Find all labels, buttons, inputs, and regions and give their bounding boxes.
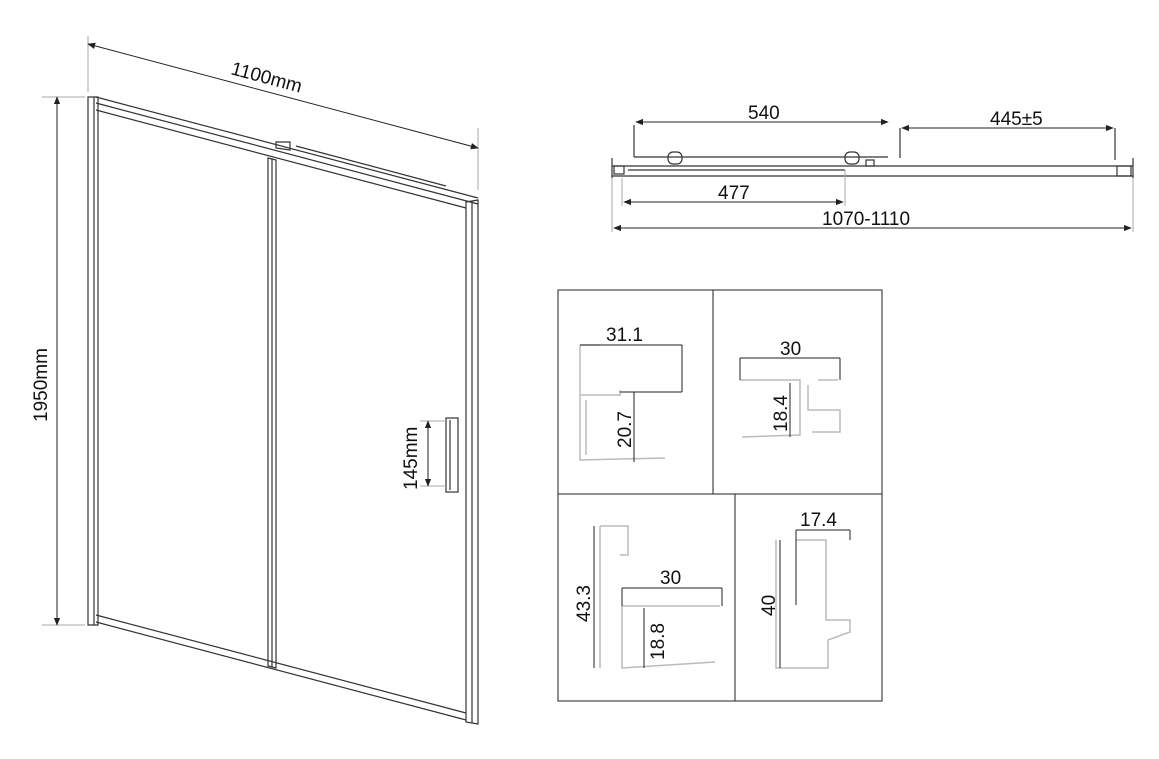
profile-2-height-label: 18.4: [771, 395, 792, 432]
total-range-label: 1070-1110: [822, 209, 910, 230]
profile-sections: 31.1 20.7 30 18.4 43.3 30 18.8: [557, 289, 883, 702]
profile-3-height-label: 18.8: [648, 623, 669, 660]
profile-2-width-label: 30: [780, 339, 801, 360]
profile-3-width-label: 30: [660, 568, 681, 589]
profile-4-height-label: 40: [759, 595, 780, 616]
door-frame: [87, 96, 479, 725]
fixed-panel-dimension: 477: [621, 170, 846, 206]
profile-1-height-label: 20.7: [615, 411, 636, 448]
profile-1-width-label: 31.1: [606, 325, 643, 346]
profile-4-width-label: 17.4: [800, 510, 837, 531]
profile-4: 17.4 40: [759, 510, 851, 669]
total-range-dimension: 1070-1110: [611, 178, 1134, 232]
door-width-label: 540: [748, 103, 780, 124]
front-view: 1100mm 1950mm 145mm: [31, 36, 479, 725]
profile-3-total-height-label: 43.3: [574, 585, 595, 622]
width-dimension: 1100mm: [87, 36, 479, 190]
door-width-dimension: 540: [635, 103, 889, 126]
height-label: 1950mm: [31, 348, 52, 422]
fixed-gap-dimension: 445±5: [901, 109, 1114, 132]
height-dimension: 1950mm: [31, 96, 85, 626]
profile-3: 43.3 30 18.8: [574, 525, 723, 669]
handle-dimension: 145mm: [401, 420, 446, 490]
handle-label: 145mm: [401, 427, 422, 490]
fixed-panel-label: 477: [718, 183, 750, 204]
handle: [445, 417, 459, 493]
fixed-gap-label: 445±5: [990, 109, 1043, 130]
profile-2: 30 18.4: [739, 339, 841, 438]
profile-1: 31.1 20.7: [579, 325, 683, 462]
top-view: 540 445±5 477 1070-1110: [611, 103, 1134, 232]
